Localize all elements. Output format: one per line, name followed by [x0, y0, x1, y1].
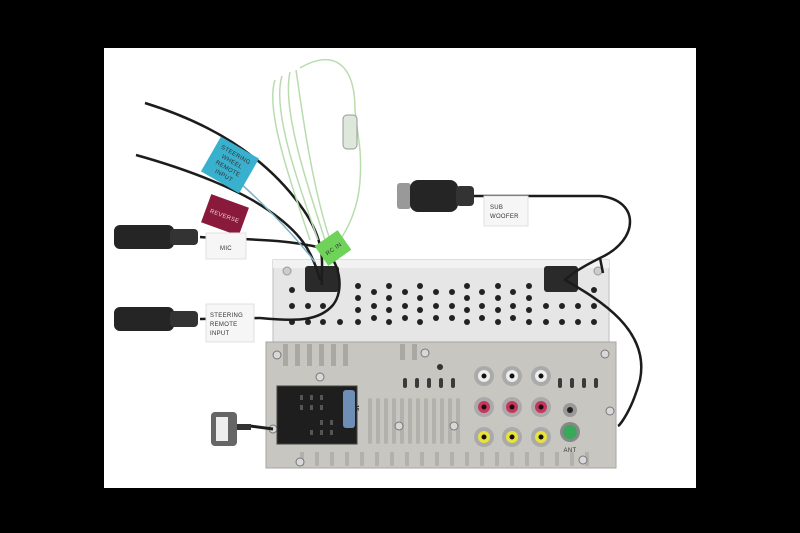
label-green-tag: RC IN	[314, 230, 352, 266]
mic-jack	[114, 225, 198, 249]
rca-row-white	[474, 366, 551, 386]
svg-text:15: 15	[353, 405, 359, 411]
mounting-plate	[272, 259, 610, 343]
label-sub-woofer: SUB WOOFER	[483, 195, 529, 227]
head-unit-illustration: 15 ANT	[114, 59, 643, 469]
antenna-fuse	[342, 114, 358, 150]
label-mic: MIC	[205, 232, 247, 260]
svg-text:STEERING: STEERING	[210, 313, 243, 319]
label-steering-remote: STEERING REMOTE INPUT	[205, 303, 255, 343]
antenna-wire	[271, 59, 362, 241]
label-steering-wheel: STEERING WHEEL REMOTE INPUT	[200, 136, 260, 194]
fuse	[343, 390, 355, 428]
rca-jacks: ANT	[474, 366, 580, 454]
antenna-jack	[563, 425, 577, 439]
rca-row-red	[474, 397, 551, 417]
svg-text:INPUT: INPUT	[210, 331, 230, 337]
svg-text:SUB: SUB	[490, 205, 503, 211]
usb-connector	[211, 412, 251, 446]
rca-row-yellow	[474, 427, 551, 447]
subwoofer-rca-plug	[397, 180, 474, 212]
right-grommet	[544, 266, 578, 292]
svg-text:REMOTE: REMOTE	[210, 322, 237, 328]
iso-connector: 15	[276, 385, 359, 445]
svg-text:ANT: ANT	[564, 448, 577, 454]
steering-remote-jack	[114, 307, 198, 331]
product-photo: 15 ANT	[104, 48, 696, 488]
svg-text:WOOFER: WOOFER	[490, 214, 519, 220]
label-reverse: REVERSE	[201, 194, 249, 236]
svg-text:MIC: MIC	[220, 246, 232, 252]
